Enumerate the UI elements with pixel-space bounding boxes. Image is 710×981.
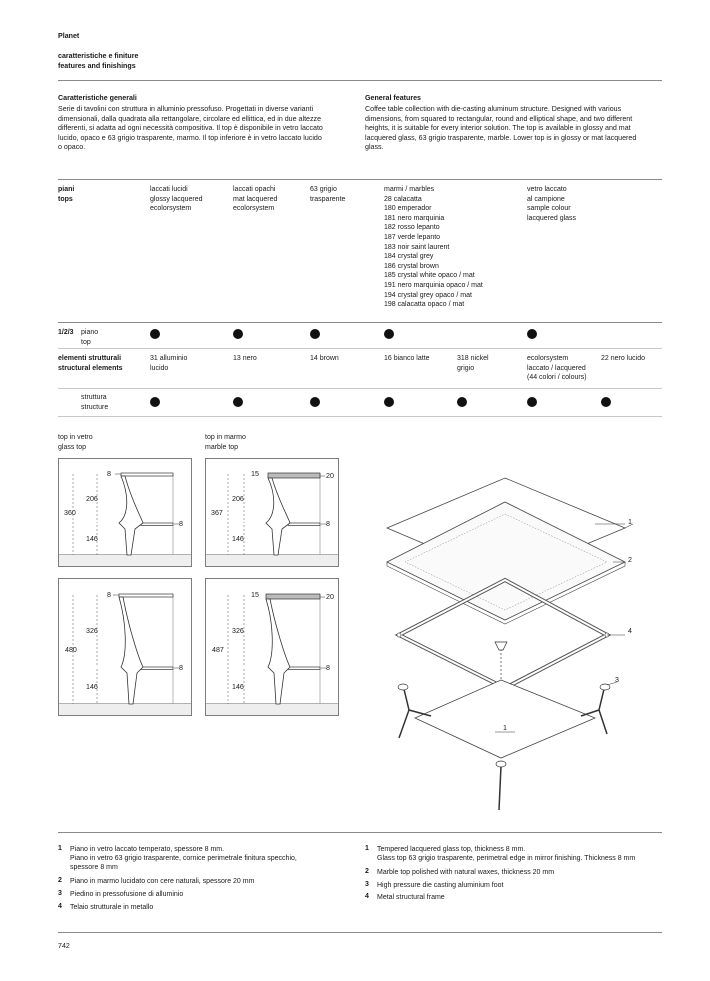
note-text: Piano in vetro laccato temperato, spesso… bbox=[70, 846, 297, 872]
finish-white: 16 bianco latte bbox=[384, 355, 430, 362]
page-title: Planet bbox=[58, 32, 80, 40]
dim-top-thickness: 15 bbox=[251, 470, 259, 478]
dim-top-thickness: 8 bbox=[107, 591, 111, 599]
dim-total-height: 360 bbox=[64, 509, 76, 517]
divider bbox=[58, 832, 662, 833]
dim-shelf-thickness: 8 bbox=[179, 520, 183, 528]
availability-dot bbox=[233, 397, 243, 407]
intro-heading-en: General features bbox=[365, 94, 421, 102]
dim-shelf-thickness: 8 bbox=[179, 664, 183, 672]
availability-dot bbox=[601, 397, 611, 407]
divider bbox=[58, 932, 662, 933]
exploded-view: 1 2 4 3 1 bbox=[385, 470, 665, 815]
dim-total-height: 480 bbox=[65, 646, 77, 654]
note-number: 1 bbox=[58, 845, 62, 852]
intro-text-it: Serie di tavolini con struttura in allum… bbox=[58, 105, 323, 152]
divider bbox=[58, 80, 662, 81]
note-text: Metal structural frame bbox=[377, 894, 445, 901]
intro-text-en: Coffee table collection with die-casting… bbox=[365, 105, 637, 152]
dim-upper-height: 206 bbox=[86, 495, 98, 503]
note-number: 1 bbox=[365, 845, 369, 852]
subtitle-it: caratteristiche e finiture bbox=[58, 52, 139, 60]
dim-lower-height: 146 bbox=[86, 535, 98, 543]
note-text: Piedino in pressofusione di alluminio bbox=[70, 891, 184, 898]
dim-upper-height: 326 bbox=[232, 627, 244, 635]
dim-upper-height: 326 bbox=[86, 627, 98, 635]
dim-shelf-thickness: 8 bbox=[326, 520, 330, 528]
note-text: High pressure die casting aluminium foot bbox=[377, 882, 504, 889]
side-view-high-marble: 487 326 146 15 20 8 bbox=[205, 578, 339, 716]
availability-dot bbox=[527, 329, 537, 339]
part-label-2: 2 bbox=[628, 556, 632, 564]
dim-top-thickness: 15 bbox=[251, 591, 259, 599]
note-number: 2 bbox=[58, 877, 62, 884]
availability-dot bbox=[527, 397, 537, 407]
intro-heading-it: Caratteristiche generali bbox=[58, 94, 137, 102]
note-number: 2 bbox=[365, 868, 369, 875]
side-view-low-marble: 367 206 146 15 20 8 bbox=[205, 458, 339, 567]
side-view-high-glass: 480 326 146 8 8 bbox=[58, 578, 192, 716]
dim-upper-height: 206 bbox=[232, 495, 244, 503]
availability-dot bbox=[384, 329, 394, 339]
dim-lower-height: 146 bbox=[232, 683, 244, 691]
availability-dot bbox=[457, 397, 467, 407]
finish-black: 13 nero bbox=[233, 355, 257, 362]
part-label-1: 1 bbox=[628, 518, 632, 526]
subtitle-en: features and finishings bbox=[58, 62, 136, 70]
availability-dot bbox=[384, 397, 394, 407]
divider bbox=[58, 348, 662, 349]
note-text: Marble top polished with natural waxes, … bbox=[377, 869, 555, 876]
availability-dot bbox=[310, 397, 320, 407]
note-number: 4 bbox=[365, 893, 369, 900]
page-number: 742 bbox=[58, 942, 70, 950]
dim-shelf-thickness: 8 bbox=[326, 664, 330, 672]
divider bbox=[58, 322, 662, 323]
availability-dot bbox=[310, 329, 320, 339]
note-number: 3 bbox=[365, 881, 369, 888]
note-text: Tempered lacquered glass top, thickness … bbox=[377, 846, 636, 863]
note-number: 4 bbox=[58, 903, 62, 910]
divider bbox=[58, 388, 662, 389]
dim-total-height: 487 bbox=[212, 646, 224, 654]
part-label-4: 4 bbox=[628, 627, 632, 635]
dim-total-height: 367 bbox=[211, 509, 223, 517]
dim-lower-height: 146 bbox=[232, 535, 244, 543]
dim-lower-height: 146 bbox=[86, 683, 98, 691]
finish-glossy-black: 22 nero lucido bbox=[601, 355, 645, 362]
finish-brown: 14 brown bbox=[310, 355, 339, 362]
note-text: Telaio strutturale in metallo bbox=[70, 904, 154, 911]
availability-dot bbox=[150, 329, 160, 339]
note-text: Piano in marmo lucidato con cere natural… bbox=[70, 878, 255, 885]
top-row-number: 1/2/3 bbox=[58, 329, 74, 336]
divider bbox=[58, 416, 662, 417]
exploded-view-drawing bbox=[385, 477, 634, 811]
availability-dot bbox=[233, 329, 243, 339]
side-view-low-glass: 360 206 146 8 8 bbox=[58, 458, 192, 567]
part-label-1-lower: 1 bbox=[503, 724, 507, 732]
dim-top-thickness: 8 bbox=[107, 470, 111, 478]
availability-dot bbox=[150, 397, 160, 407]
dim-marble-thickness: 20 bbox=[326, 593, 334, 601]
part-label-3: 3 bbox=[615, 676, 619, 684]
dim-marble-thickness: 20 bbox=[326, 472, 334, 480]
divider bbox=[58, 179, 662, 180]
note-number: 3 bbox=[58, 890, 62, 897]
